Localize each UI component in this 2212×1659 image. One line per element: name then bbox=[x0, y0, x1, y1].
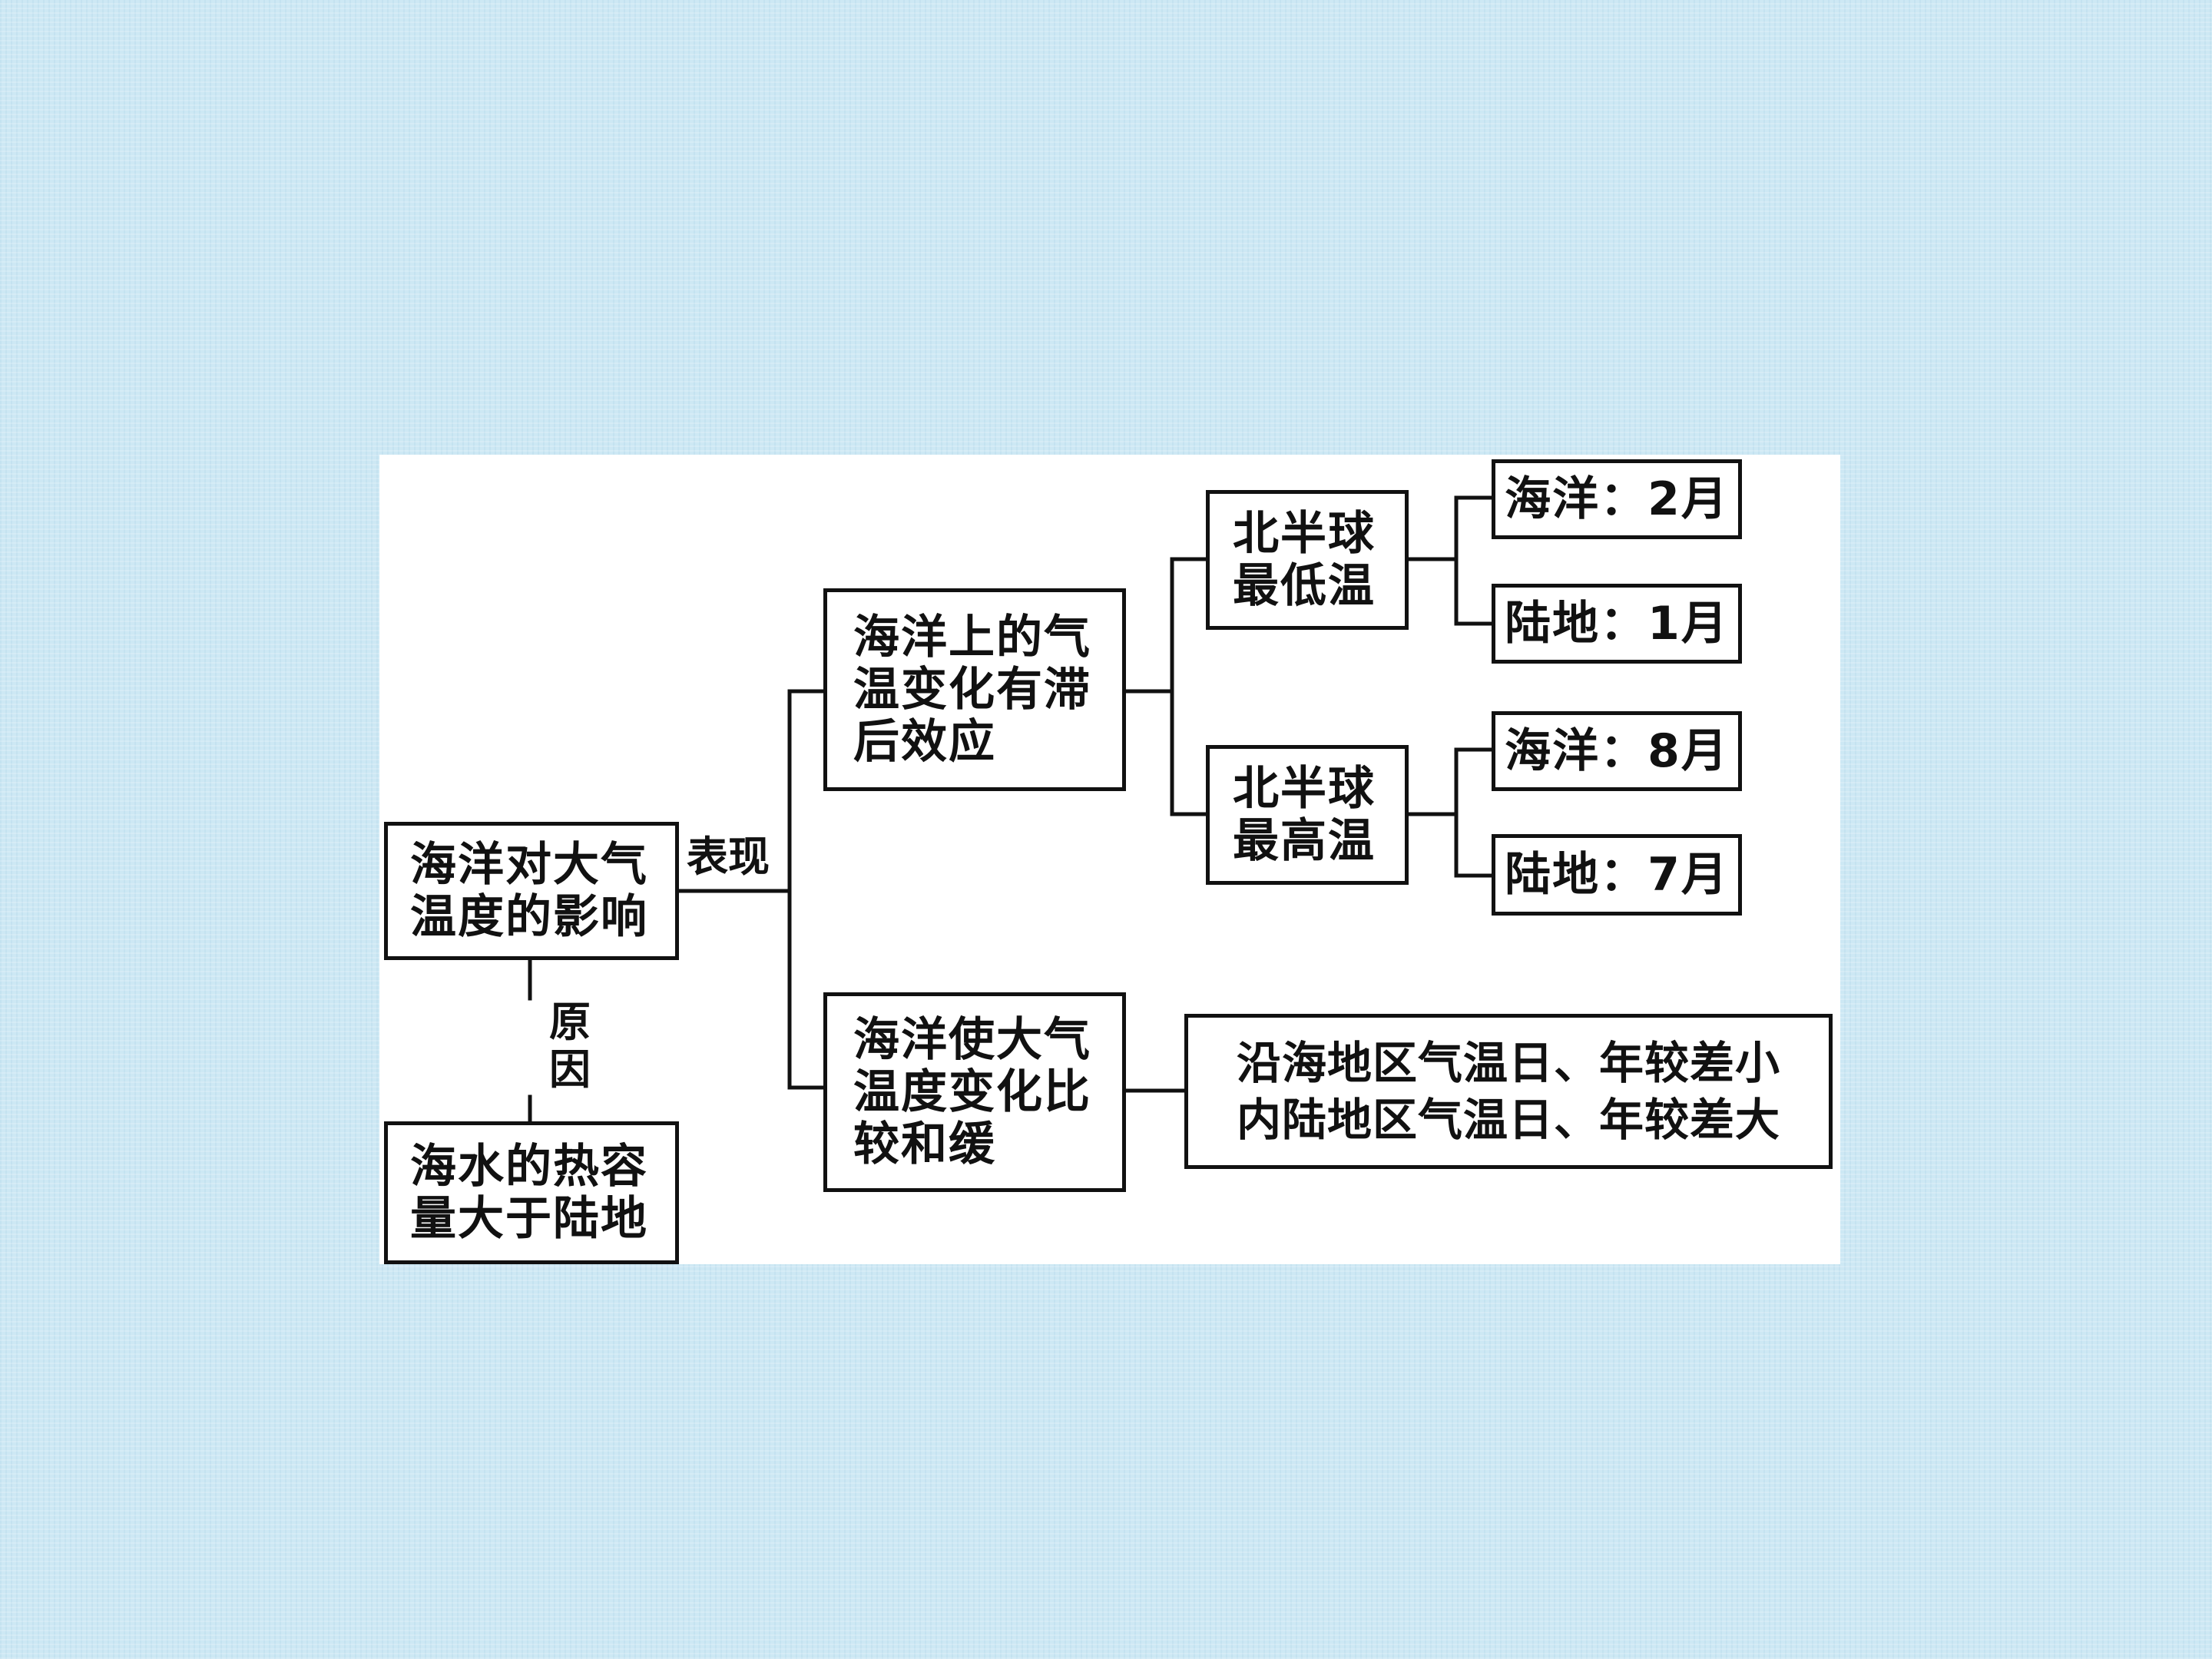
lowest-node: 北半球最低温 bbox=[1206, 490, 1409, 630]
cause-label: 原因 bbox=[549, 998, 591, 1094]
lowest-node-text: 北半球最低温 bbox=[1233, 507, 1376, 613]
root-node-text: 海洋对大气温度的影响 bbox=[410, 838, 648, 944]
highest-land-text: 陆地：7月 bbox=[1505, 848, 1729, 902]
highest-node-text: 北半球最高温 bbox=[1233, 762, 1376, 868]
lag-node: 海洋上的气温变化有滞后效应 bbox=[823, 588, 1126, 791]
cause-node-text: 海水的热容量大于陆地 bbox=[410, 1140, 648, 1246]
moderate-node: 海洋使大气温度变化比较和缓 bbox=[823, 992, 1126, 1192]
moderate-result-text: 沿海地区气温日、年较差小 内陆地区气温日、年较差大 bbox=[1236, 1037, 1780, 1146]
highest-land-node: 陆地：7月 bbox=[1492, 834, 1742, 916]
moderate-node-text: 海洋使大气温度变化比较和缓 bbox=[853, 1013, 1091, 1171]
highest-ocean-text: 海洋：8月 bbox=[1505, 724, 1729, 778]
root-node: 海洋对大气温度的影响 bbox=[384, 822, 679, 960]
lowest-ocean-text: 海洋：2月 bbox=[1505, 472, 1729, 526]
cause-node: 海水的热容量大于陆地 bbox=[384, 1121, 679, 1264]
lag-node-text: 海洋上的气温变化有滞后效应 bbox=[853, 611, 1091, 769]
highest-node: 北半球最高温 bbox=[1206, 745, 1409, 885]
lowest-land-text: 陆地：1月 bbox=[1505, 597, 1729, 651]
highest-ocean-node: 海洋：8月 bbox=[1492, 711, 1742, 791]
manifestation-label: 表现 bbox=[687, 833, 770, 881]
moderate-result-node: 沿海地区气温日、年较差小 内陆地区气温日、年较差大 bbox=[1184, 1014, 1833, 1169]
lowest-ocean-node: 海洋：2月 bbox=[1492, 459, 1742, 539]
lowest-land-node: 陆地：1月 bbox=[1492, 584, 1742, 664]
